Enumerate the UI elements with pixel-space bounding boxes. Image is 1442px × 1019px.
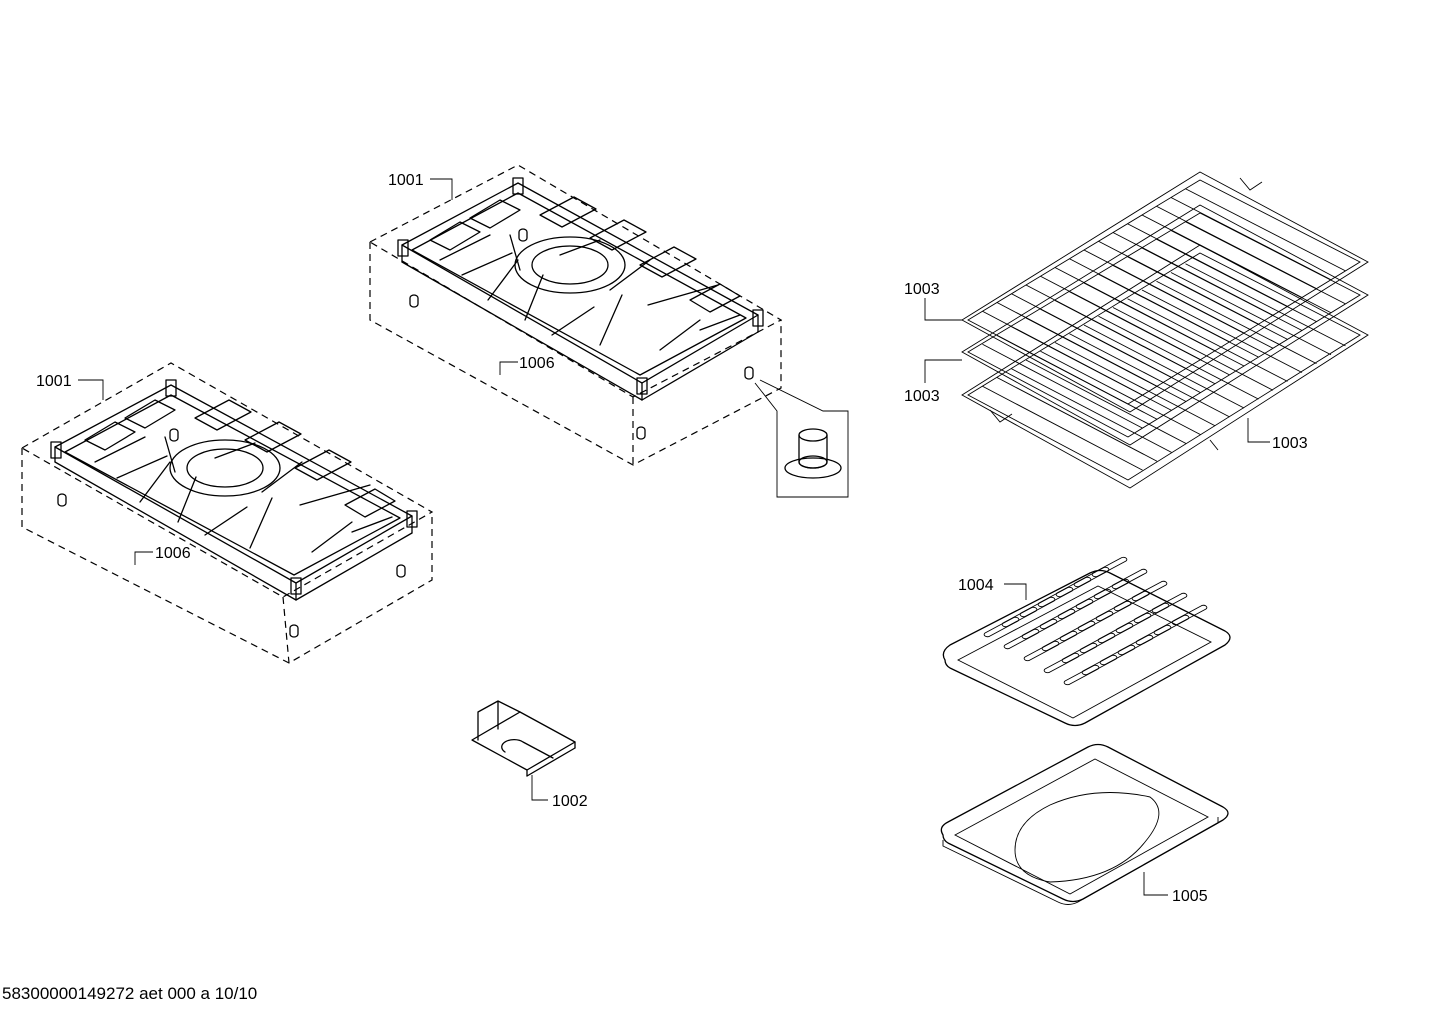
oven-racks <box>961 171 1369 489</box>
grate-left <box>20 362 434 664</box>
document-id: 58300000149272 aet 000 a 10/10 <box>2 984 257 1003</box>
broil-grid <box>942 556 1231 727</box>
callout-1001-right: 1001 <box>388 172 424 189</box>
callout-1001-left: 1001 <box>36 373 72 390</box>
callout-1003-middle: 1003 <box>904 388 940 405</box>
leader-lines <box>78 178 1270 896</box>
callout-1005: 1005 <box>1172 888 1208 905</box>
bracket-part <box>471 700 576 777</box>
callout-1006-right: 1006 <box>519 355 555 372</box>
callout-1006-left: 1006 <box>155 545 191 562</box>
callout-1003-top: 1003 <box>904 281 940 298</box>
callout-1002: 1002 <box>552 793 588 810</box>
broil-pan <box>940 743 1229 905</box>
callout-1004: 1004 <box>958 577 994 594</box>
callout-1003-bottom: 1003 <box>1272 435 1308 452</box>
grate-right <box>368 164 849 498</box>
